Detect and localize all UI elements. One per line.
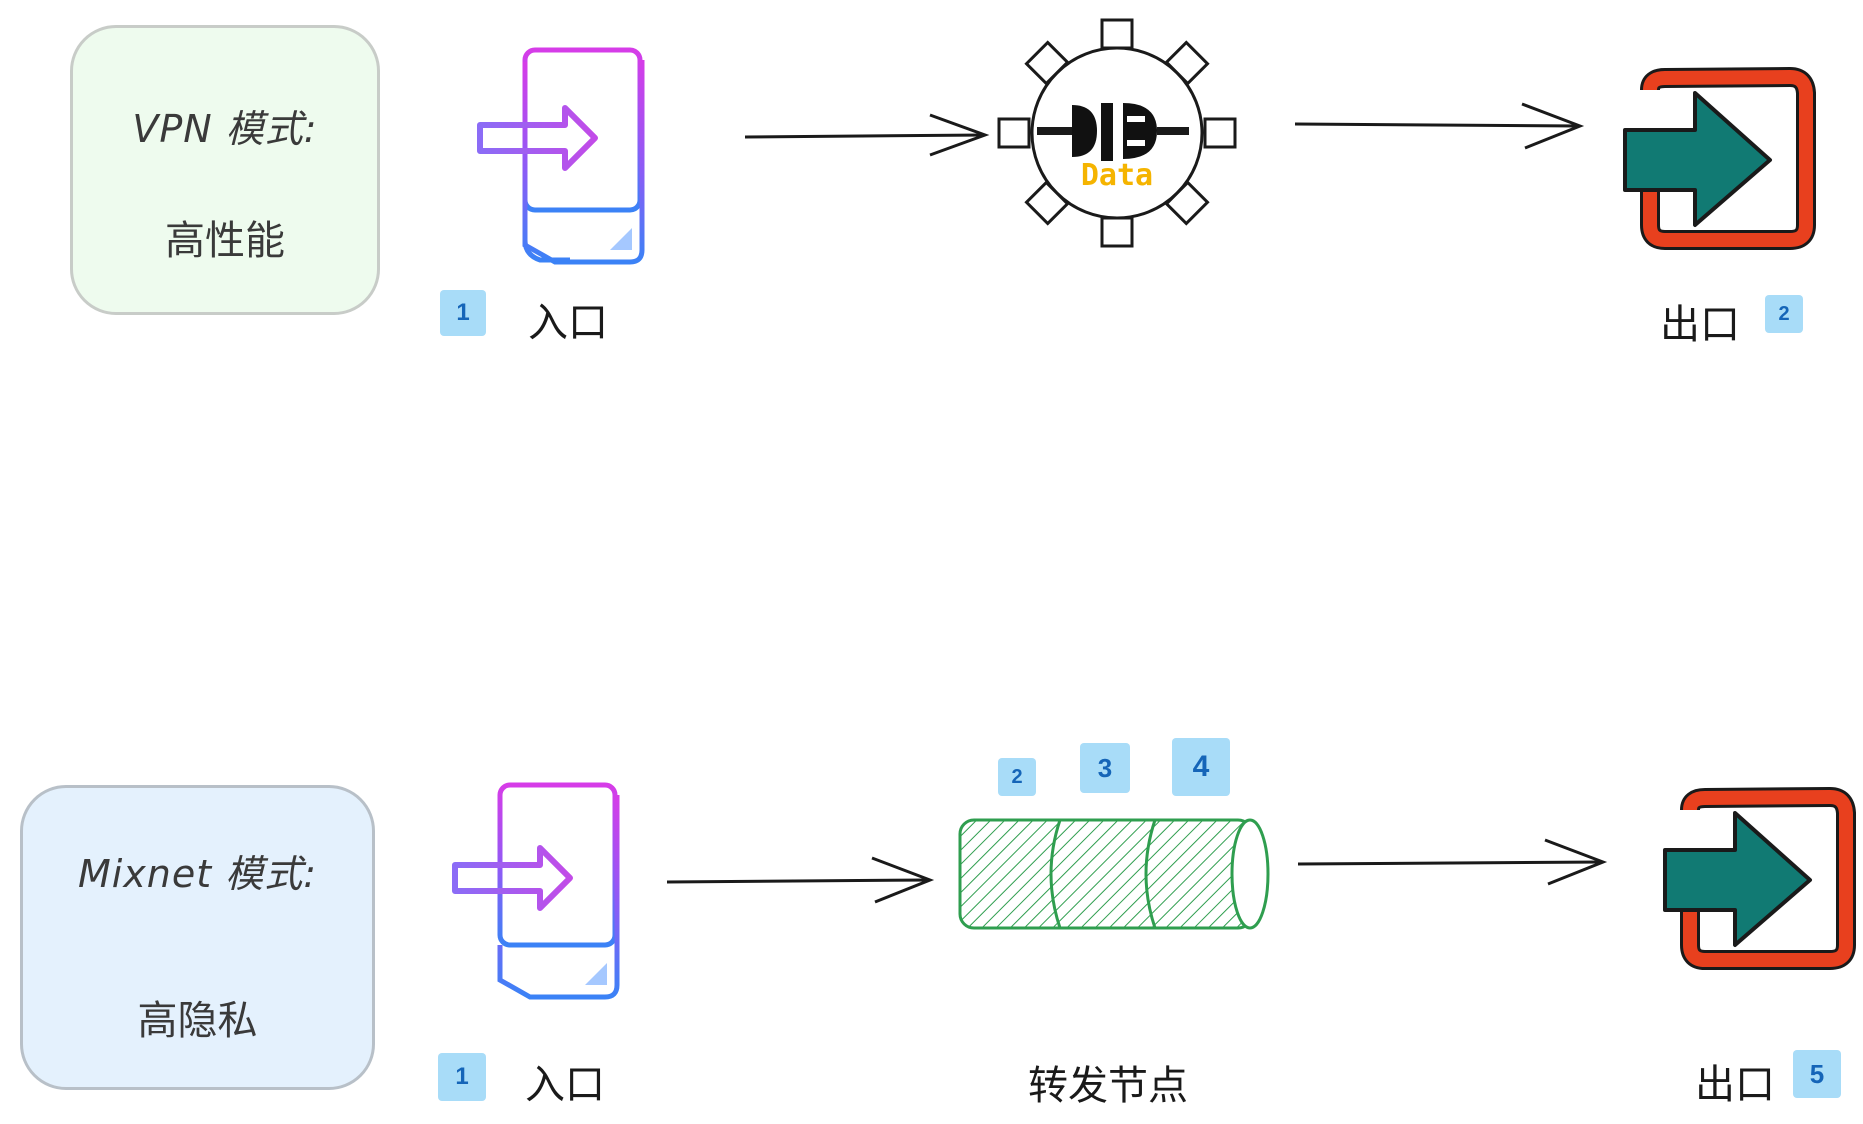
relay-step-badge-4: 4 (1172, 738, 1230, 796)
vpn-entry-file-icon (477, 47, 645, 265)
mixnet-exit-door-icon (1663, 786, 1856, 970)
relay-cylinder-icon (958, 818, 1270, 930)
mixnet-exit-label: 出口 (1695, 1062, 1775, 1108)
mixnet-arrow-1 (666, 856, 935, 904)
relay-node-label: 转发节点 (1028, 1063, 1188, 1109)
vpn-mode-subtitle: 高性能 (165, 218, 285, 264)
mixnet-entry-step-badge: 1 (438, 1053, 486, 1101)
vpn-exit-label: 出口 (1660, 302, 1740, 348)
vpn-mode-box: VPN 模式: 高性能 (70, 25, 380, 315)
mixnet-mode-subtitle: 高隐私 (137, 998, 258, 1044)
vpn-mode-title: VPN 模式: (132, 107, 318, 151)
vpn-exit-step-badge: 2 (1765, 295, 1803, 333)
vpn-entry-step-badge: 1 (440, 290, 486, 336)
data-label: Data (1081, 158, 1153, 193)
vpn-arrow-1 (744, 113, 990, 157)
mixnet-entry-file-icon (452, 782, 620, 1000)
mixnet-arrow-2 (1297, 838, 1608, 886)
mixnet-exit-step-badge: 5 (1793, 1050, 1841, 1098)
vpn-entry-label: 入口 (528, 300, 608, 346)
mixnet-entry-label: 入口 (525, 1062, 605, 1108)
mixnet-mode-box: Mixnet 模式: 高隐私 (20, 785, 375, 1090)
vpn-arrow-2 (1294, 102, 1585, 150)
plug-gear-icon: Data (997, 18, 1237, 248)
vpn-exit-door-icon (1623, 66, 1816, 250)
relay-step-badge-3: 3 (1080, 743, 1130, 793)
relay-step-badge-2: 2 (998, 758, 1036, 796)
mixnet-mode-title: Mixnet 模式: (77, 852, 318, 896)
